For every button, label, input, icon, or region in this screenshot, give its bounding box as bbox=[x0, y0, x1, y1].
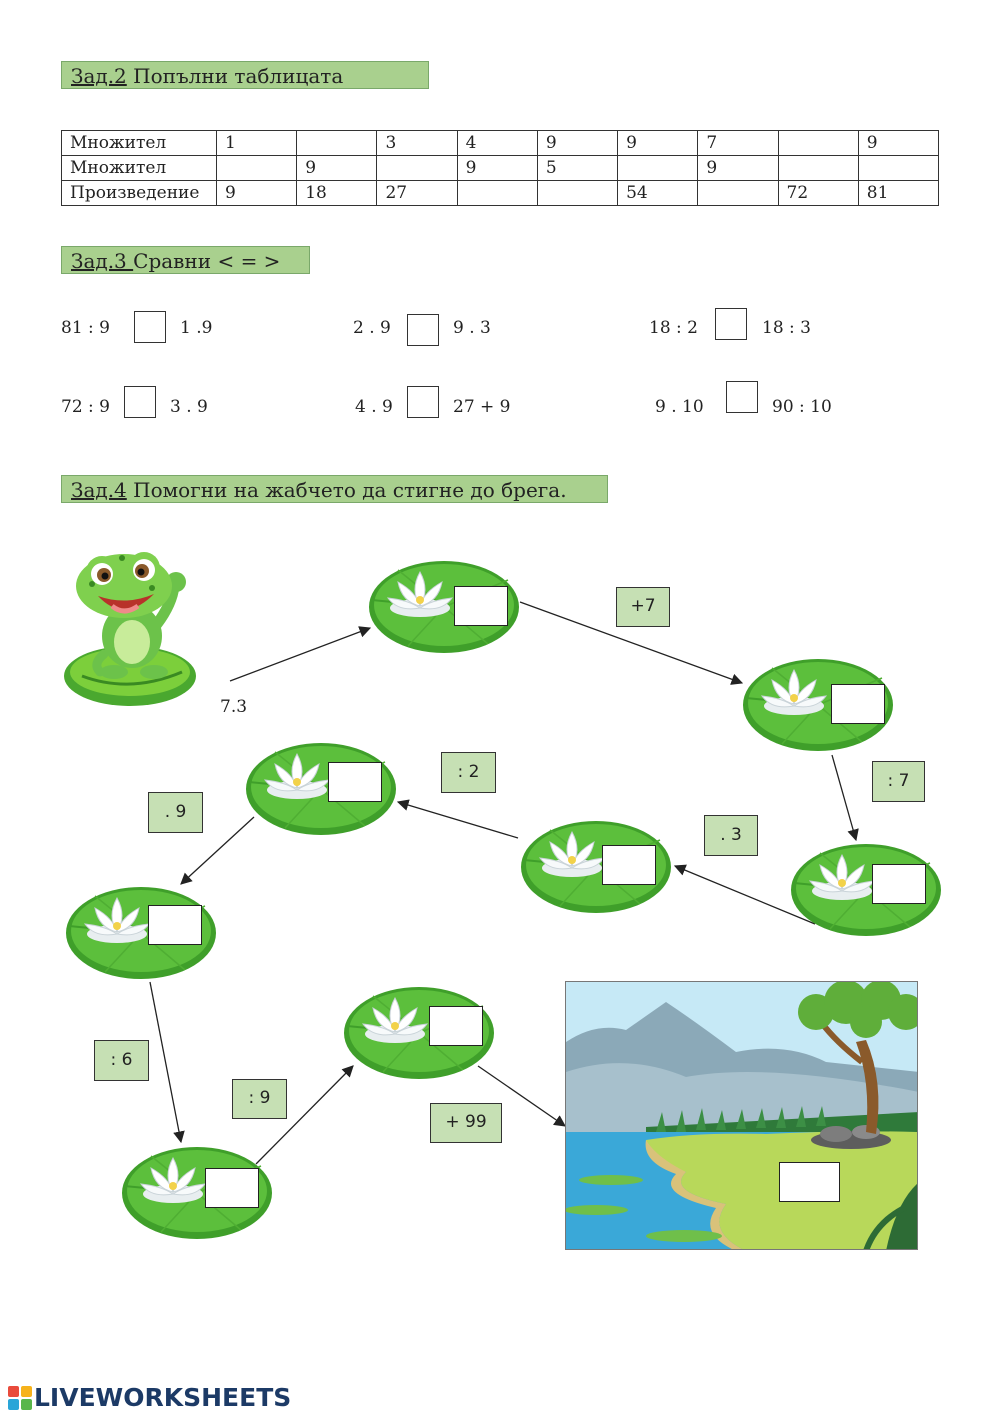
compare-left: 18 : 2 bbox=[649, 318, 698, 338]
lily-pad-graphic bbox=[521, 821, 671, 913]
operation-box: +7 bbox=[616, 587, 670, 627]
compare-left: 4 . 9 bbox=[355, 397, 393, 417]
answer-box[interactable] bbox=[872, 864, 926, 904]
lotus-flower-icon bbox=[83, 896, 151, 943]
answer-box[interactable] bbox=[831, 684, 885, 724]
task2-header: Зад.2 Попълни таблицата bbox=[61, 61, 429, 89]
arrow bbox=[149, 981, 185, 1144]
lily-pad bbox=[790, 843, 942, 937]
table-row-label: Множител bbox=[61, 155, 217, 181]
compare-answer-box[interactable] bbox=[407, 386, 439, 418]
lily-pad bbox=[245, 742, 397, 836]
compare-answer-box[interactable] bbox=[407, 314, 439, 346]
compare-right: 27 + 9 bbox=[453, 397, 511, 417]
task2-number: Зад.2 bbox=[71, 64, 127, 88]
table-cell: 72 bbox=[777, 180, 859, 206]
brand-text: LIVEWORKSHEETS bbox=[34, 1383, 292, 1412]
answer-box[interactable] bbox=[429, 1006, 483, 1046]
liveworksheets-logo-icon bbox=[8, 1385, 32, 1410]
arrow bbox=[396, 799, 519, 839]
task3-number: Зад.3 bbox=[71, 249, 134, 273]
lily-pad bbox=[742, 658, 894, 752]
arrow bbox=[180, 816, 255, 885]
arrow bbox=[477, 1065, 566, 1127]
operation-box: : 6 bbox=[94, 1040, 149, 1081]
riverbank-illustration bbox=[566, 982, 917, 1249]
arrow bbox=[673, 864, 816, 925]
arrow bbox=[831, 754, 859, 842]
arrow bbox=[229, 626, 372, 682]
answer-box[interactable] bbox=[454, 586, 508, 626]
table-cell-input[interactable] bbox=[617, 155, 699, 181]
lotus-flower-icon bbox=[361, 996, 429, 1043]
table-cell-input[interactable] bbox=[456, 180, 538, 206]
table-cell: 18 bbox=[296, 180, 378, 206]
operation-box: . 3 bbox=[704, 815, 758, 856]
task4-number: Зад.4 bbox=[71, 478, 127, 502]
riverbank-scene bbox=[565, 981, 918, 1250]
table-cell-input[interactable] bbox=[697, 180, 779, 206]
table-cell: 1 bbox=[215, 130, 298, 156]
task3-title: Сравни < = > bbox=[133, 249, 281, 273]
compare-left: 81 : 9 bbox=[61, 318, 110, 338]
multiplication-table: Множител 1 3 4 9 9 7 9 Множител 9 9 5 9 … bbox=[61, 130, 940, 206]
compare-left: 9 . 10 bbox=[655, 397, 704, 417]
operation-box: : 2 bbox=[441, 752, 496, 793]
table-row-product: Произведение 9 18 27 54 72 81 bbox=[61, 180, 940, 206]
lotus-flower-icon bbox=[263, 752, 331, 799]
operation-box: : 9 bbox=[232, 1079, 287, 1119]
compare-left: 72 : 9 bbox=[61, 397, 110, 417]
table-cell: 9 bbox=[296, 155, 378, 181]
compare-answer-box[interactable] bbox=[726, 381, 758, 413]
compare-left: 2 . 9 bbox=[353, 318, 391, 338]
table-cell: 81 bbox=[857, 180, 940, 206]
compare-answer-box[interactable] bbox=[134, 311, 166, 343]
table-cell-input[interactable] bbox=[376, 155, 458, 181]
operation-box: + 99 bbox=[430, 1103, 502, 1143]
answer-box[interactable] bbox=[148, 905, 202, 945]
compare-right: 3 . 9 bbox=[170, 397, 208, 417]
arrow bbox=[255, 1065, 354, 1165]
task4-title: Помогни на жабчето да стигне до брега. bbox=[126, 478, 567, 502]
compare-answer-box[interactable] bbox=[715, 308, 747, 340]
table-cell: 54 bbox=[617, 180, 699, 206]
lily-pad bbox=[368, 560, 520, 654]
lily-pad bbox=[520, 820, 672, 914]
compare-answer-box[interactable] bbox=[124, 386, 156, 418]
lotus-flower-icon bbox=[808, 853, 876, 900]
table-cell: 9 bbox=[536, 130, 619, 156]
frog-illustration bbox=[64, 552, 196, 706]
table-cell: 5 bbox=[536, 155, 619, 181]
table-row-label: Произведение bbox=[61, 180, 217, 206]
lotus-flower-icon bbox=[760, 668, 828, 715]
table-cell: 27 bbox=[376, 180, 458, 206]
liveworksheets-logo: LIVEWORKSHEETS bbox=[8, 1383, 291, 1412]
answer-box[interactable] bbox=[602, 845, 656, 885]
operation-box: . 9 bbox=[148, 792, 203, 833]
start-label: 7.3 bbox=[220, 697, 248, 717]
task2-title: Попълни таблицата bbox=[126, 64, 344, 88]
answer-box[interactable] bbox=[328, 762, 382, 802]
answer-box[interactable] bbox=[205, 1168, 259, 1208]
table-row-factor2: Множител 9 9 5 9 bbox=[61, 155, 940, 181]
operation-box: : 7 bbox=[872, 761, 925, 802]
lily-pad bbox=[343, 986, 495, 1080]
lotus-flower-icon bbox=[538, 830, 606, 877]
compare-right: 90 : 10 bbox=[772, 397, 832, 417]
task4-header: Зад.4 Помогни на жабчето да стигне до бр… bbox=[61, 475, 608, 503]
task3-header: Зад.3 Сравни < = > bbox=[61, 246, 310, 274]
lotus-flower-icon bbox=[139, 1156, 207, 1203]
answer-box[interactable] bbox=[779, 1162, 840, 1202]
table-cell: 9 bbox=[697, 155, 779, 181]
compare-right: 9 . 3 bbox=[453, 318, 491, 338]
lily-pad bbox=[121, 1146, 273, 1240]
lily-pad bbox=[65, 886, 217, 980]
table-cell: 9 bbox=[215, 180, 298, 206]
arrow bbox=[519, 601, 744, 685]
compare-right: 1 .9 bbox=[180, 318, 213, 338]
lotus-flower-icon bbox=[386, 570, 454, 617]
compare-right: 18 : 3 bbox=[762, 318, 811, 338]
